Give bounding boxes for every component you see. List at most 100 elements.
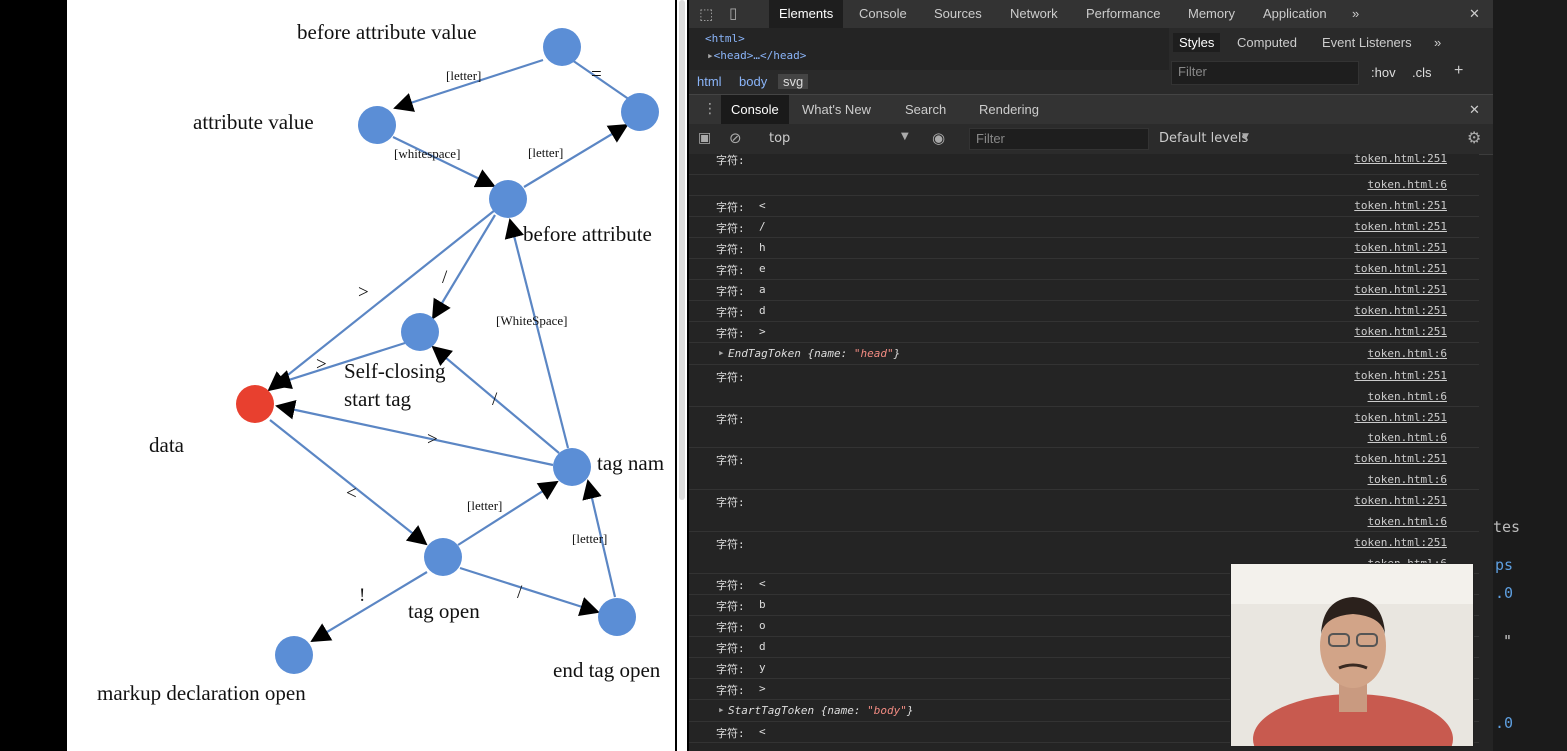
- tab-styles[interactable]: Styles: [1173, 33, 1221, 52]
- sidebar-toggle-icon[interactable]: ▣: [698, 130, 712, 146]
- drawer-tab-rendering[interactable]: Rendering: [979, 102, 1039, 117]
- console-filter-input[interactable]: Filter: [969, 128, 1149, 150]
- hov-toggle[interactable]: :hov: [1371, 65, 1396, 80]
- inspect-element-icon[interactable]: ⬚: [699, 5, 714, 23]
- console-source-link[interactable]: token.html:251: [1354, 199, 1447, 212]
- console-object-row[interactable]: ▸ EndTagToken {name: "head"} token.html:…: [689, 342, 1479, 365]
- console-prefix: 字符:: [716, 327, 745, 340]
- console-row: 字符:<: [689, 573, 1479, 595]
- page-scrollbar[interactable]: [677, 0, 687, 751]
- edge-label-gt-3: >: [427, 429, 438, 450]
- console-prefix: 字符:: [716, 413, 745, 426]
- console-source-link[interactable]: token.html:6: [1367, 390, 1447, 403]
- expand-object-icon[interactable]: ▸: [718, 346, 725, 359]
- label-data: data: [149, 433, 185, 457]
- label-tag-open: tag open: [408, 599, 480, 623]
- drawer-tabbar: ⋮ Console What's New Search Rendering ✕: [689, 94, 1493, 125]
- tab-performance[interactable]: Performance: [1086, 6, 1161, 21]
- clear-console-icon[interactable]: ⊘: [729, 129, 742, 147]
- styles-more-icon[interactable]: »: [1434, 35, 1442, 50]
- console-char: <: [759, 725, 766, 738]
- console-source-link[interactable]: token.html:251: [1354, 154, 1447, 165]
- context-dropdown-icon[interactable]: ▼: [901, 131, 909, 142]
- tab-event-listeners[interactable]: Event Listeners: [1322, 35, 1412, 50]
- console-source-link[interactable]: token.html:6: [1367, 178, 1447, 191]
- expand-arrow-icon[interactable]: ▸: [707, 49, 714, 62]
- token-name-value: "body": [867, 704, 907, 717]
- console-source-link[interactable]: token.html:251: [1354, 325, 1447, 338]
- console-source-link[interactable]: token.html:251: [1354, 283, 1447, 296]
- cls-toggle[interactable]: .cls: [1412, 65, 1432, 80]
- tab-application[interactable]: Application: [1263, 6, 1327, 21]
- close-devtools-icon[interactable]: ✕: [1469, 6, 1480, 21]
- console-source-link[interactable]: token.html:251: [1354, 369, 1447, 382]
- console-source-link[interactable]: token.html:251: [1354, 220, 1447, 233]
- strip-text: ps: [1495, 556, 1514, 574]
- breadcrumb-svg[interactable]: svg: [778, 74, 809, 89]
- console-source-link[interactable]: token.html:6: [1367, 431, 1447, 444]
- console-row: 字符:b: [689, 594, 1479, 616]
- tab-computed[interactable]: Computed: [1237, 35, 1297, 50]
- breadcrumb-html[interactable]: html: [697, 74, 722, 89]
- edge-ba-to-sc: [431, 214, 496, 320]
- log-levels-dropdown[interactable]: Default levels: [1159, 131, 1249, 146]
- styles-filter-input[interactable]: Filter: [1171, 61, 1359, 85]
- device-toolbar-icon[interactable]: ▯: [729, 4, 738, 22]
- tab-elements[interactable]: Elements: [769, 0, 844, 28]
- drawer-tab-whats-new[interactable]: What's New: [802, 102, 871, 117]
- tab-network[interactable]: Network: [1010, 6, 1058, 21]
- console-source-link[interactable]: token.html:251: [1354, 452, 1447, 465]
- strip-text: .0: [1495, 584, 1514, 602]
- drawer-tab-search[interactable]: Search: [905, 102, 947, 117]
- console-source-link[interactable]: token.html:6: [1367, 515, 1447, 528]
- console-source-link[interactable]: token.html:6: [1367, 473, 1447, 486]
- expand-object-icon[interactable]: ▸: [718, 703, 725, 716]
- more-tabs-icon[interactable]: »: [1352, 6, 1360, 21]
- close-drawer-icon[interactable]: ✕: [1469, 102, 1480, 117]
- console-source-link[interactable]: token.html:6: [1367, 347, 1447, 360]
- console-prefix: 字符:: [716, 222, 745, 235]
- live-expression-eye-icon[interactable]: ◉: [932, 129, 946, 147]
- console-source-link[interactable]: token.html:251: [1354, 536, 1447, 549]
- console-prefix: 字符:: [716, 621, 745, 634]
- edge-label-WhiteSpace: [WhiteSpace]: [496, 313, 567, 328]
- console-row: 字符: token.html:251 token.html:6: [689, 406, 1479, 448]
- tab-console[interactable]: Console: [859, 6, 907, 21]
- console-row: token.html:6: [689, 174, 1479, 196]
- node-equals: [621, 93, 659, 131]
- levels-dropdown-icon[interactable]: ▼: [1242, 132, 1249, 142]
- edge-label-whitespace: [whitespace]: [394, 146, 460, 161]
- node-tag-name: [553, 448, 591, 486]
- start-tag-token[interactable]: StartTagToken {name: "body"}: [728, 704, 913, 717]
- console-object-row[interactable]: ▸ StartTagToken {name: "body"}: [689, 699, 1479, 722]
- strip-text: .0: [1495, 714, 1514, 732]
- node-data: [236, 385, 274, 423]
- edge-label-bang: !: [359, 585, 365, 606]
- tab-memory[interactable]: Memory: [1188, 6, 1235, 21]
- console-source-link[interactable]: token.html:251: [1354, 411, 1447, 424]
- label-self-closing-2: start tag: [344, 387, 412, 411]
- console-prefix: 字符:: [716, 154, 745, 167]
- console-char: >: [759, 325, 766, 338]
- drawer-tab-console[interactable]: Console: [721, 95, 789, 124]
- edge-data-to-to: [269, 419, 428, 546]
- console-source-link[interactable]: token.html:251: [1354, 262, 1447, 275]
- add-style-rule-icon[interactable]: +: [1454, 62, 1464, 79]
- console-source-link[interactable]: token.html:251: [1354, 241, 1447, 254]
- breadcrumb-body[interactable]: body: [739, 74, 768, 89]
- dom-head-node[interactable]: ▸<head>…</head>: [707, 49, 806, 62]
- end-tag-token[interactable]: EndTagToken {name: "head"}: [728, 347, 900, 360]
- console-source-link[interactable]: token.html:251: [1354, 494, 1447, 507]
- diagram-pane: before attribute value attribute value b…: [67, 0, 675, 751]
- console-settings-gear-icon[interactable]: ⚙: [1467, 128, 1482, 147]
- context-selector[interactable]: top: [769, 131, 791, 146]
- edge-label-gt-2: >: [316, 354, 327, 375]
- edge-label-slash-1: /: [442, 267, 448, 288]
- node-end-tag-open: [598, 598, 636, 636]
- dom-html-node[interactable]: <html>: [705, 32, 745, 45]
- tab-sources[interactable]: Sources: [934, 6, 982, 21]
- drawer-menu-icon[interactable]: ⋮: [703, 101, 717, 117]
- console-source-link[interactable]: token.html:251: [1354, 304, 1447, 317]
